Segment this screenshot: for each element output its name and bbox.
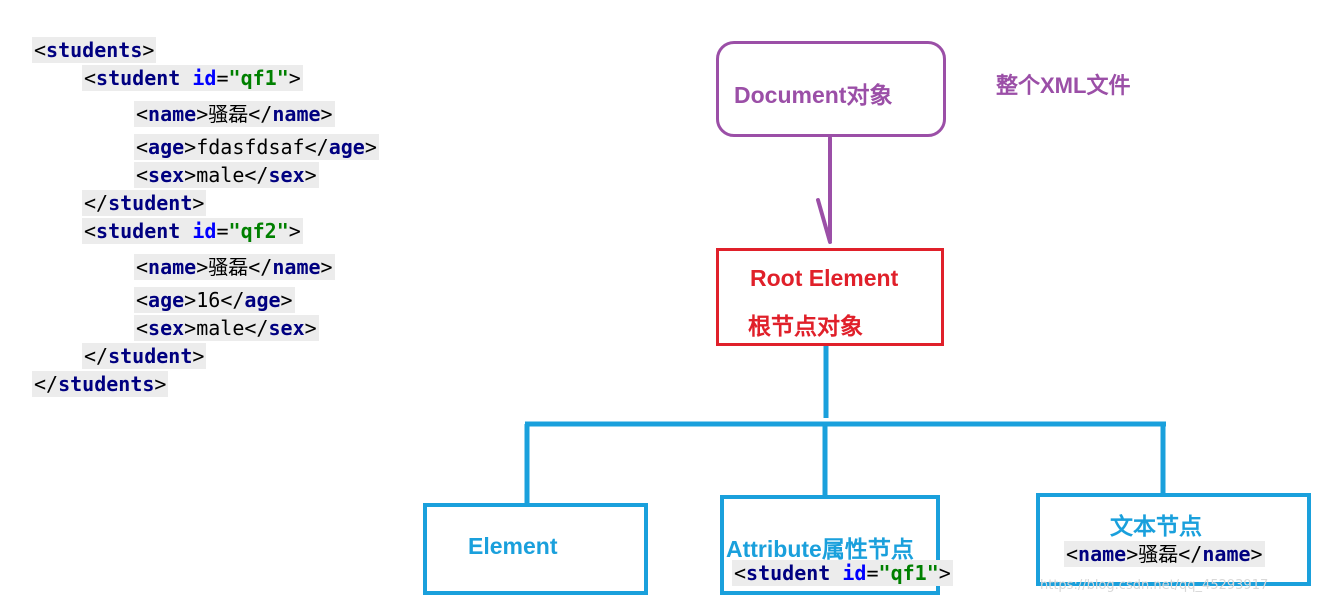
attribute-node-box — [720, 495, 940, 595]
code-text: 骚磊 — [1138, 542, 1179, 566]
code-tag: age — [328, 135, 365, 159]
element-node-box — [423, 503, 648, 595]
element-node-label: Element — [468, 533, 558, 559]
code-line-sex2: <sex>male</sex> — [134, 315, 319, 341]
code-line-students-close: </students> — [32, 371, 169, 397]
code-value: "qf1" — [878, 561, 939, 585]
code-tag: sex — [148, 316, 185, 340]
code-tag: student — [746, 561, 831, 585]
document-node-box — [716, 41, 946, 137]
code-line-age1: <age>fdasfdsaf</age> — [134, 134, 379, 160]
code-tag: name — [272, 255, 321, 279]
text-node-label: 文本节点 — [1110, 513, 1202, 539]
code-text: male — [196, 163, 245, 187]
root-element-sublabel: 根节点对象 — [748, 313, 863, 339]
code-value: "qf1" — [228, 66, 289, 90]
code-text: 16 — [196, 288, 221, 312]
document-to-root-arrow — [816, 136, 832, 244]
text-node-box — [1036, 493, 1311, 586]
code-tag: student — [96, 219, 181, 243]
code-line-students-open: <students> — [32, 37, 157, 63]
code-attr: id — [192, 66, 217, 90]
text-code-sample: <name>骚磊</name> — [1064, 541, 1265, 567]
document-node-label: Document对象 — [734, 82, 893, 108]
code-tag: age — [148, 135, 185, 159]
code-tag: name — [1202, 542, 1251, 566]
code-line-name1: <name>骚磊</name> — [134, 101, 335, 127]
code-line-student1-open: <student id="qf1"> — [82, 65, 303, 91]
code-attr: id — [192, 219, 217, 243]
code-tag: students — [46, 38, 143, 62]
attribute-code-sample: <student id="qf1"> — [732, 560, 953, 586]
code-tag: name — [272, 102, 321, 126]
code-line-student2-close: </student> — [82, 343, 207, 369]
code-tag: sex — [148, 163, 185, 187]
attribute-node-label: Attribute属性节点 — [726, 536, 914, 562]
code-line-age2: <age>16</age> — [134, 287, 295, 313]
code-value: "qf2" — [228, 219, 289, 243]
code-tag: sex — [268, 163, 305, 187]
code-tag: age — [148, 288, 185, 312]
code-line-name2: <name>骚磊</name> — [134, 254, 335, 280]
code-tag: name — [1078, 542, 1127, 566]
code-text: fdasfdsaf — [196, 135, 305, 159]
code-text: male — [196, 316, 245, 340]
code-tag: student — [108, 344, 193, 368]
code-line-student1-close: </student> — [82, 190, 207, 216]
code-line-sex1: <sex>male</sex> — [134, 162, 319, 188]
code-tag: student — [108, 191, 193, 215]
code-tag: age — [244, 288, 281, 312]
document-note-label: 整个XML文件 — [996, 73, 1131, 98]
code-attr: id — [842, 561, 867, 585]
root-element-node-box — [716, 248, 944, 346]
root-element-label: Root Element — [750, 265, 899, 291]
code-text: 骚磊 — [208, 102, 249, 126]
code-tag: sex — [268, 316, 305, 340]
code-tag: student — [96, 66, 181, 90]
code-line-student2-open: <student id="qf2"> — [82, 218, 303, 244]
code-tag: students — [58, 372, 155, 396]
code-text: 骚磊 — [208, 255, 249, 279]
code-tag: name — [148, 102, 197, 126]
code-tag: name — [148, 255, 197, 279]
watermark: https://blog.csdn.net/qq_45293917 — [1040, 578, 1269, 593]
